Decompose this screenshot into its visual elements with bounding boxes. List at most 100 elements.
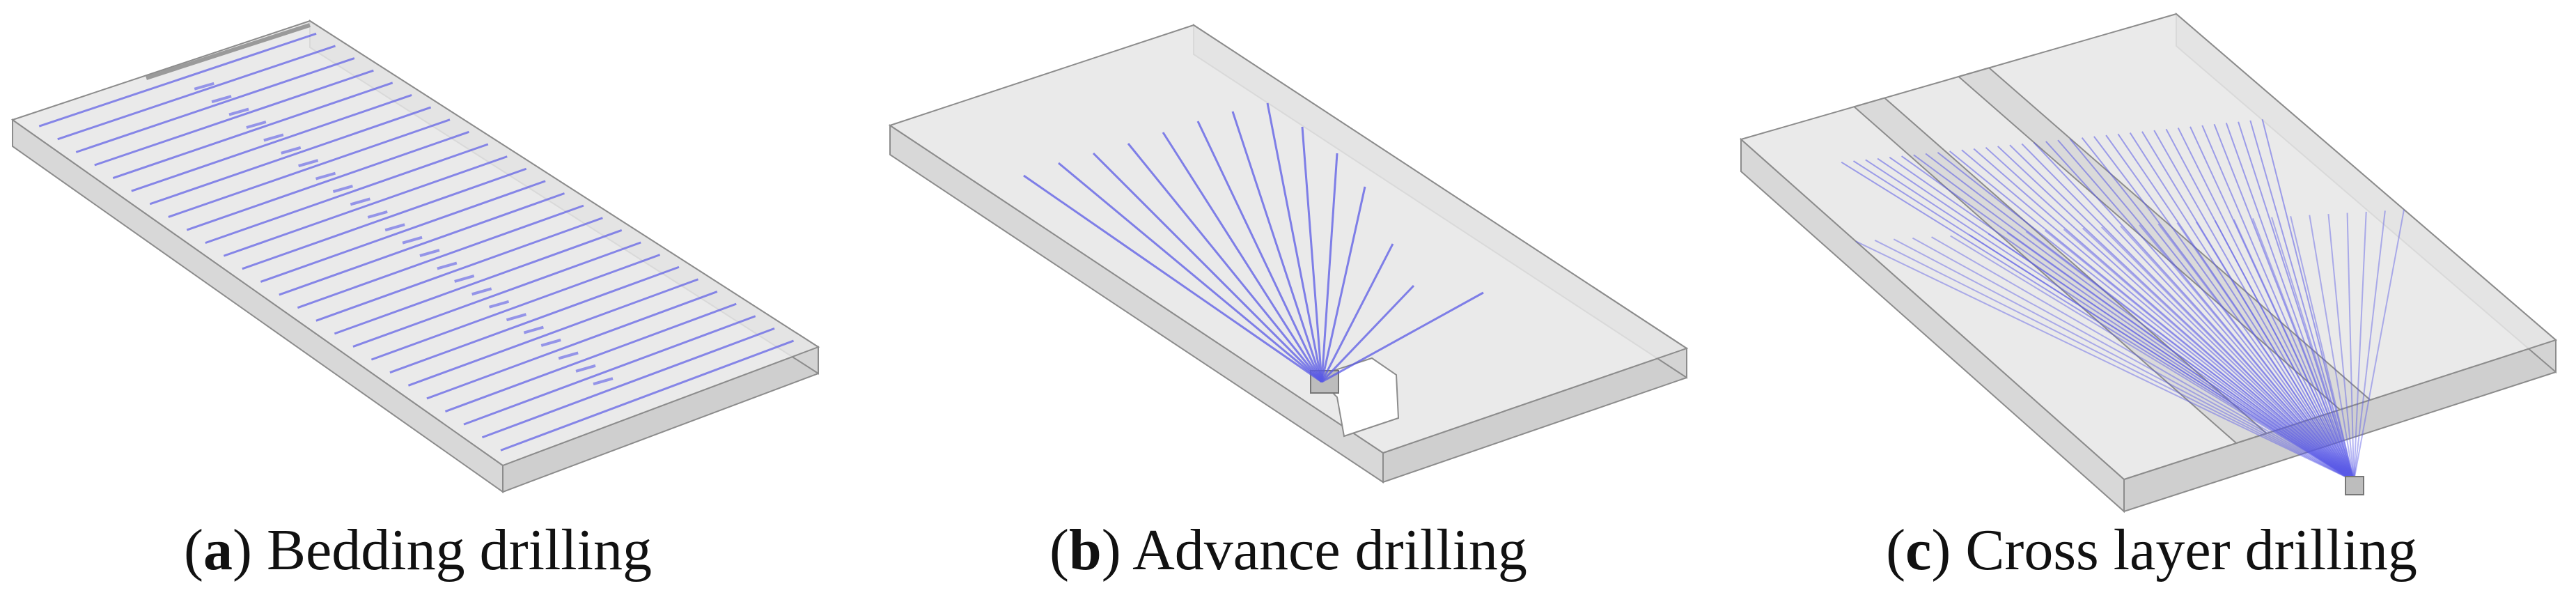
borehole-line bbox=[1913, 154, 2355, 481]
borehole-line bbox=[1985, 146, 2355, 481]
cross-layer-drilling-diagram bbox=[1739, 12, 2558, 514]
borehole-line bbox=[2213, 123, 2355, 481]
borehole-line bbox=[2214, 220, 2355, 481]
caption-b: (b) Advance drilling bbox=[1049, 518, 1527, 582]
borehole-segment bbox=[454, 275, 475, 283]
borehole-segment bbox=[228, 107, 249, 116]
caption-c-title: Cross layer drilling bbox=[1965, 518, 2417, 582]
borehole-line bbox=[2346, 213, 2355, 481]
borehole-segment bbox=[558, 351, 579, 360]
borehole-line bbox=[297, 204, 584, 309]
borehole-line bbox=[315, 217, 603, 322]
borehole-line bbox=[57, 45, 336, 141]
borehole-line bbox=[2105, 134, 2355, 481]
borehole-line bbox=[131, 94, 412, 192]
borehole-segment bbox=[402, 236, 423, 245]
borehole-line bbox=[94, 69, 374, 167]
borehole-line bbox=[1988, 233, 2355, 481]
borehole-segment bbox=[488, 300, 510, 309]
borehole-line bbox=[1893, 238, 2355, 481]
borehole-line bbox=[1058, 162, 1322, 383]
borehole-line bbox=[75, 57, 355, 153]
borehole-line bbox=[2165, 128, 2355, 481]
caption-a-letter: a bbox=[203, 518, 233, 582]
caption-b-title: Advance drilling bbox=[1132, 518, 1527, 582]
borehole-line bbox=[242, 167, 527, 270]
borehole-line bbox=[2044, 229, 2355, 481]
borehole-line bbox=[2309, 215, 2355, 481]
borehole-line bbox=[2353, 211, 2367, 481]
borehole-line bbox=[2233, 219, 2355, 481]
borehole-segment bbox=[575, 364, 596, 373]
rock-layer-band bbox=[1957, 67, 2372, 411]
borehole-line bbox=[1301, 126, 1323, 383]
borehole-segment bbox=[437, 261, 458, 270]
borehole-line bbox=[149, 106, 432, 206]
borehole-line bbox=[500, 339, 795, 452]
borehole-line bbox=[1949, 150, 2355, 481]
panel-advance-drilling: (b) Advance drilling bbox=[857, 0, 1720, 602]
bedding-drilling-diagram bbox=[10, 20, 820, 493]
caption-c: (c) Cross layer drilling bbox=[1886, 518, 2417, 582]
borehole-line bbox=[1320, 284, 1415, 383]
borehole-segment bbox=[506, 313, 526, 322]
borehole-line bbox=[389, 265, 680, 374]
borehole-segment bbox=[298, 159, 319, 168]
borehole-line bbox=[260, 180, 546, 283]
borehole-line bbox=[2157, 223, 2355, 481]
drill-site bbox=[2345, 476, 2364, 495]
borehole-line bbox=[1950, 235, 2355, 481]
borehole-line bbox=[1852, 160, 2355, 481]
borehole-line bbox=[2120, 225, 2355, 481]
borehole-line bbox=[2093, 136, 2355, 481]
borehole-line bbox=[2261, 118, 2355, 481]
borehole-line bbox=[1266, 102, 1323, 383]
borehole-segment bbox=[263, 133, 284, 142]
borehole-segment bbox=[367, 210, 388, 219]
borehole-segment bbox=[471, 287, 492, 296]
borehole-segment bbox=[281, 146, 302, 155]
borehole-line bbox=[2153, 130, 2355, 481]
borehole-line bbox=[1855, 240, 2355, 481]
borehole-line bbox=[1874, 239, 2355, 481]
borehole-line bbox=[2238, 121, 2355, 481]
borehole-line bbox=[1961, 149, 2355, 481]
borehole-line bbox=[2129, 132, 2355, 481]
borehole-line bbox=[2139, 224, 2355, 481]
borehole-line bbox=[2251, 218, 2355, 481]
panel-bedding-drilling: (a) Bedding drilling bbox=[0, 0, 836, 602]
roadway-edge bbox=[146, 23, 311, 80]
borehole-line bbox=[186, 130, 469, 231]
borehole-line bbox=[2021, 143, 2355, 481]
borehole-line bbox=[2225, 123, 2355, 481]
caption-a: (a) Bedding drilling bbox=[184, 518, 652, 582]
borehole-segment bbox=[211, 95, 232, 104]
borehole-line bbox=[334, 229, 623, 335]
coal-seam-slab-top-face bbox=[10, 20, 820, 467]
borehole-line bbox=[1973, 148, 2355, 481]
borehole-line bbox=[1937, 151, 2355, 481]
borehole-line bbox=[2141, 131, 2355, 481]
borehole-line bbox=[1092, 152, 1323, 383]
borehole-line bbox=[2327, 213, 2355, 481]
borehole-line bbox=[1231, 111, 1323, 383]
borehole-line bbox=[1931, 236, 2355, 481]
borehole-line bbox=[352, 241, 641, 348]
borehole-line bbox=[2006, 232, 2355, 481]
borehole-line bbox=[2101, 226, 2355, 481]
borehole-line bbox=[2353, 210, 2386, 481]
borehole-line bbox=[1997, 146, 2355, 481]
borehole-line bbox=[1865, 159, 2355, 481]
borehole-line bbox=[1877, 157, 2355, 481]
borehole-line bbox=[2177, 128, 2355, 481]
borehole-segment bbox=[384, 223, 405, 232]
borehole-line bbox=[2045, 141, 2355, 481]
borehole-line bbox=[1889, 156, 2355, 481]
borehole-line bbox=[1023, 174, 1322, 383]
borehole-line bbox=[112, 82, 393, 180]
borehole-line bbox=[1320, 186, 1366, 383]
borehole-segment bbox=[350, 197, 370, 206]
borehole-line bbox=[2069, 138, 2355, 481]
borehole-line bbox=[38, 32, 317, 128]
borehole-line bbox=[2290, 216, 2355, 481]
